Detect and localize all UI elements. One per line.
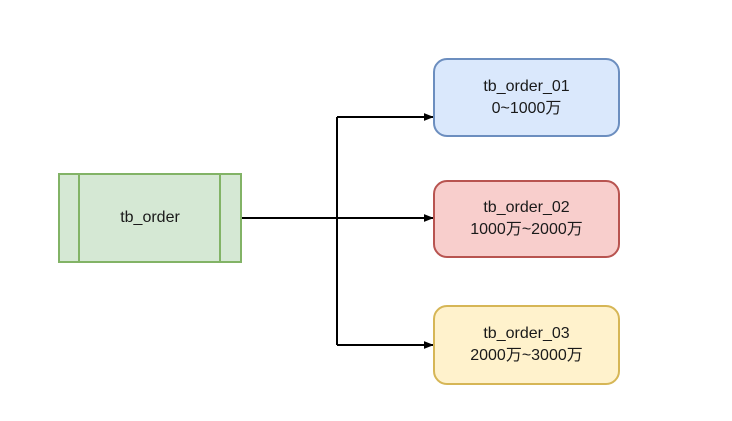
node-tb-order-01-range: 0~1000万 <box>491 99 562 117</box>
node-tb-order-label: tb_order <box>120 209 180 226</box>
node-tb-order-01[interactable]: tb_order_01 0~1000万 <box>433 58 620 137</box>
node-tb-order-02[interactable]: tb_order_02 1000万~2000万 <box>433 180 620 258</box>
node-tb-order[interactable]: tb_order <box>58 173 242 263</box>
node-tb-order-03-title: tb_order_03 <box>483 325 570 343</box>
node-tb-order-02-title: tb_order_02 <box>483 199 570 217</box>
node-tb-order-03[interactable]: tb_order_03 2000万~3000万 <box>433 305 620 385</box>
node-tb-order-01-title: tb_order_01 <box>483 77 570 95</box>
table-right-divider <box>219 175 221 261</box>
table-left-divider <box>78 175 80 261</box>
node-tb-order-02-range: 1000万~2000万 <box>470 221 583 238</box>
node-tb-order-03-range: 2000万~3000万 <box>470 347 583 364</box>
